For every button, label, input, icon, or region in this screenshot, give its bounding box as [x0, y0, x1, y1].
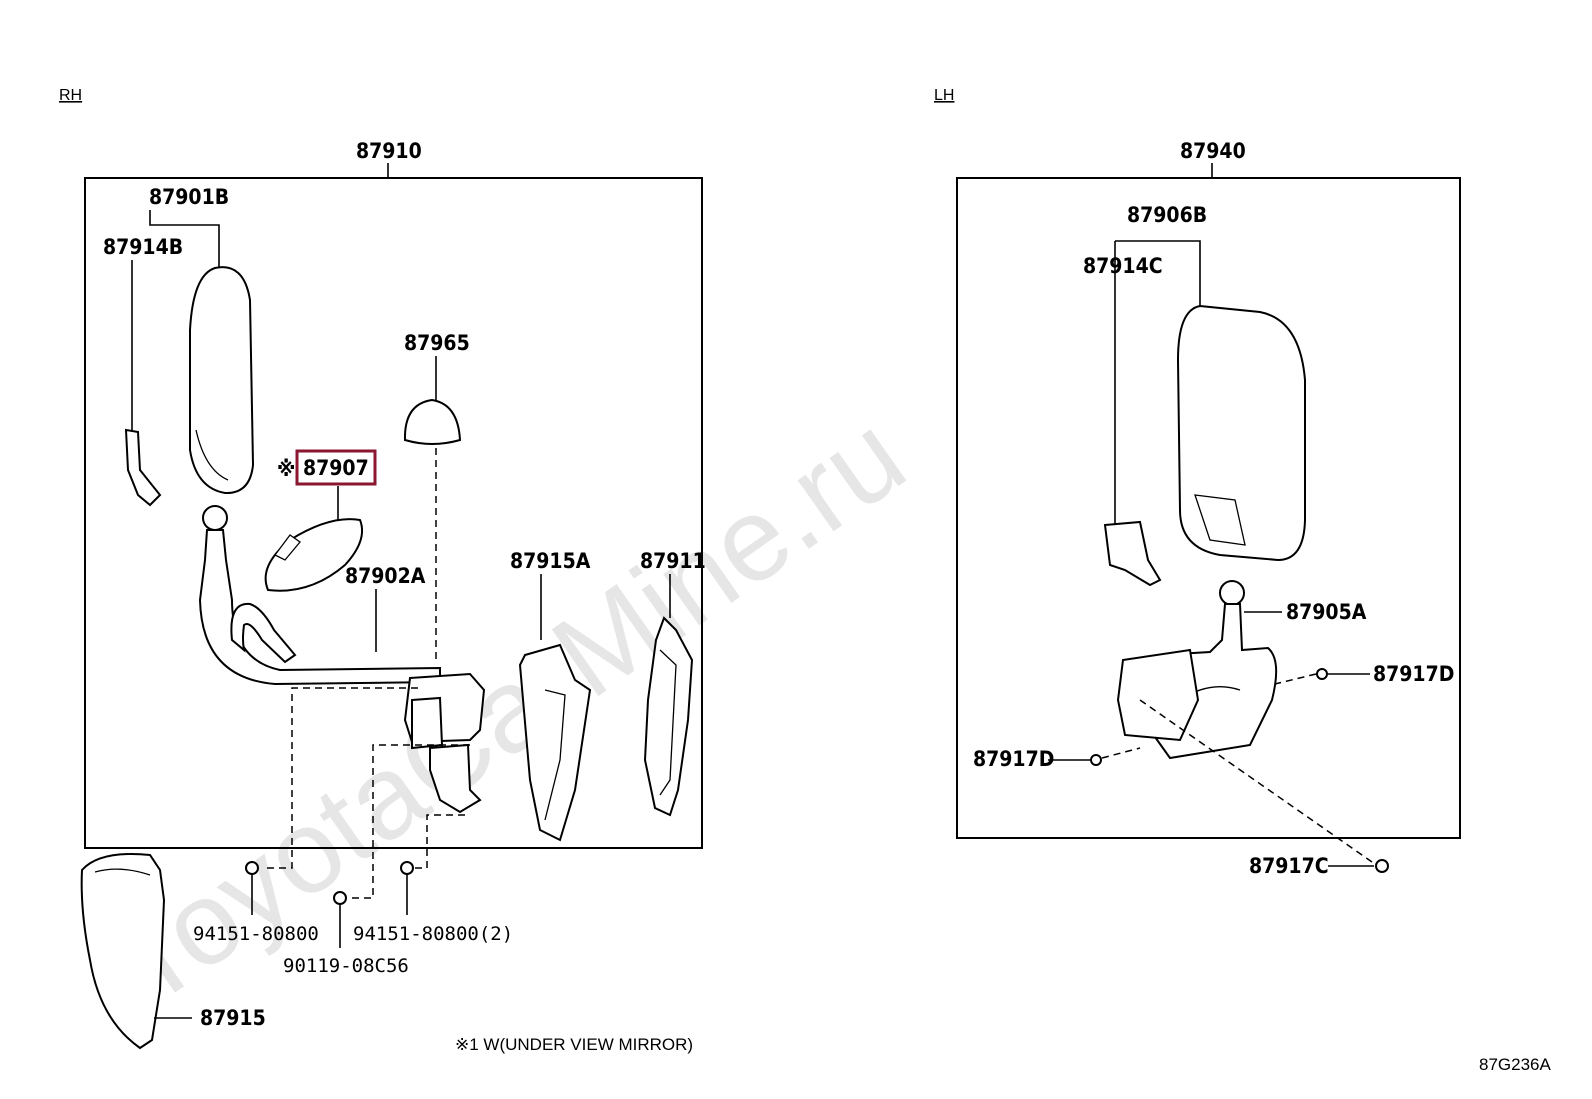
part-label-87917D-left[interactable]: 87917D [973, 747, 1054, 771]
guide-87917D-right [1274, 673, 1317, 685]
part-label-87915[interactable]: 87915 [200, 1006, 266, 1030]
part-label-94151-80800-2[interactable]: 94151-80800(2) [353, 923, 513, 945]
rh-assembly-frame [84, 177, 703, 849]
clip-94151b [400, 861, 414, 915]
part-label-87917D-right[interactable]: 87917D [1373, 662, 1454, 686]
part-label-87901B[interactable]: 87901B [149, 185, 229, 209]
leader-87906B [1115, 240, 1201, 306]
cover-87911-detail [659, 649, 677, 796]
part-label-87910[interactable]: 87910 [356, 139, 422, 163]
part-label-87917C[interactable]: 87917C [1249, 854, 1329, 878]
mirror-glass-rh-detail [195, 429, 229, 481]
highlight-box-87907 [295, 449, 377, 486]
lh-side-label: LH [934, 87, 954, 104]
part-label-87902A[interactable]: 87902A [345, 564, 426, 588]
guide-94151a [262, 687, 418, 869]
clip-94151a [245, 861, 259, 915]
cover-87914C [1103, 520, 1162, 587]
lh-panel: LH 87940 87906B 87914C 87905A 87917D 879… [934, 87, 1461, 878]
part-label-90119-08C56[interactable]: 90119-08C56 [283, 955, 409, 977]
cover-87915A-detail [544, 689, 566, 821]
part-label-87965[interactable]: 87965 [404, 331, 470, 355]
part-label-87940[interactable]: 87940 [1180, 139, 1246, 163]
stay-ball-joint [202, 505, 228, 531]
stay-brace [230, 602, 297, 664]
part-label-87911[interactable]: 87911 [640, 549, 706, 573]
footnote-under-view-mirror: ※1 W(UNDER VIEW MIRROR) [455, 1035, 693, 1054]
diagram-code: 87G236A [1479, 1055, 1551, 1074]
mirror-glass-rh [189, 266, 255, 495]
lh-assembly-frame [956, 177, 1461, 839]
nut-87917D-right [1316, 668, 1328, 680]
lh-stay-ball-joint [1219, 580, 1245, 606]
mirror-glass-lh [1176, 304, 1306, 562]
part-label-87905A[interactable]: 87905A [1286, 600, 1367, 624]
screw-90119 [333, 891, 347, 948]
guide-87917D-left [1101, 747, 1141, 759]
outer-cover-87915 [80, 853, 166, 1050]
cover-87914B [124, 428, 162, 507]
cap-87965 [403, 398, 462, 445]
leader-87901B [149, 210, 220, 268]
base-cylinder [411, 696, 444, 750]
part-label-87915A[interactable]: 87915A [510, 549, 591, 573]
base-bracket [429, 743, 482, 814]
bolt-87917C [1375, 859, 1389, 873]
part-label-87914B[interactable]: 87914B [103, 235, 183, 259]
part-label-87914C[interactable]: 87914C [1083, 254, 1163, 278]
part-label-87907[interactable]: 87907 [303, 456, 369, 480]
nut-87917D-left [1090, 754, 1102, 766]
part-label-94151-80800[interactable]: 94151-80800 [193, 923, 319, 945]
under-view-mirror-bracket [274, 534, 301, 561]
part-mark-87907: ※ [277, 457, 295, 481]
guide-94151b [412, 814, 465, 869]
guide-90119 [350, 744, 470, 899]
rh-side-label: RH [59, 87, 82, 104]
outer-cover-87915-rim [94, 868, 151, 876]
mirror-glass-lh-actuator [1194, 494, 1246, 546]
lh-base-plate [1116, 648, 1200, 742]
rh-panel: RH 87910 87901B 87914B 87965 ※ 87907 879… [59, 87, 706, 1054]
part-label-87906B[interactable]: 87906B [1127, 203, 1207, 227]
